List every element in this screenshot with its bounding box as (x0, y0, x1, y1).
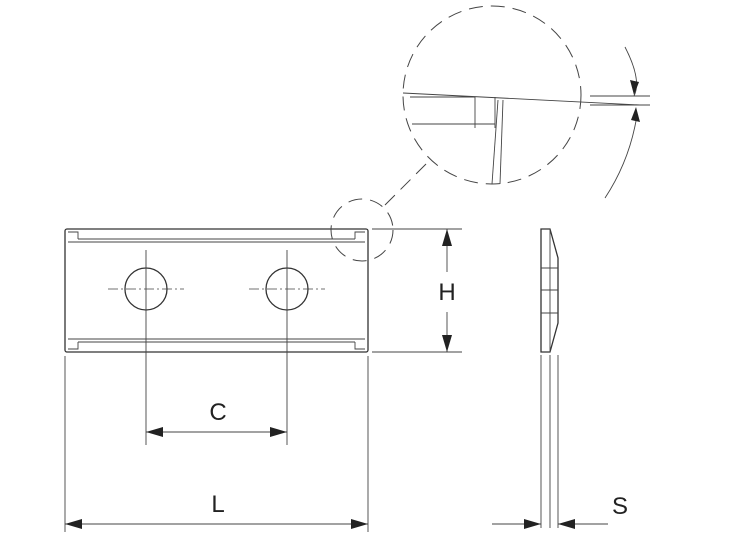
side-view (540, 228, 559, 528)
detail-callout (330, 5, 650, 262)
corner-chamfer (354, 231, 365, 239)
small-detail-circle (330, 198, 394, 262)
detail-edge-vertical-3 (499, 99, 504, 185)
height-arrow-top (442, 229, 452, 246)
thickness-arrow-left (524, 519, 541, 529)
height-arrow-bottom (442, 335, 452, 352)
insert-outline (64, 228, 369, 353)
front-view (64, 228, 369, 445)
large-detail-circle (402, 5, 582, 185)
detail-edge-top (402, 92, 641, 106)
dimension-height: H (372, 228, 462, 353)
angle-arc-lower (604, 114, 638, 199)
length-arrow-right (351, 519, 368, 529)
spacing-arrow-right (270, 427, 287, 437)
corner-chamfer (354, 342, 365, 350)
length-label: L (211, 491, 224, 518)
thickness-arrow-right (558, 519, 575, 529)
spacing-label: C (209, 399, 226, 426)
length-arrow-left (65, 519, 82, 529)
thickness-label: S (612, 493, 628, 520)
angle-arrow-up (631, 107, 640, 122)
detail-edge-slant (491, 99, 499, 185)
dimension-thickness: S (492, 493, 628, 529)
angle-arrow-down (630, 80, 639, 95)
spacing-arrow-left (146, 427, 163, 437)
detail-leader (384, 159, 431, 206)
corner-chamfer (68, 342, 79, 350)
side-profile (540, 228, 559, 353)
dimension-hole-spacing: C (146, 399, 287, 437)
height-label: H (438, 279, 455, 306)
dimension-length: L (64, 356, 369, 532)
angle-arc (624, 46, 637, 97)
corner-chamfer (68, 231, 79, 239)
